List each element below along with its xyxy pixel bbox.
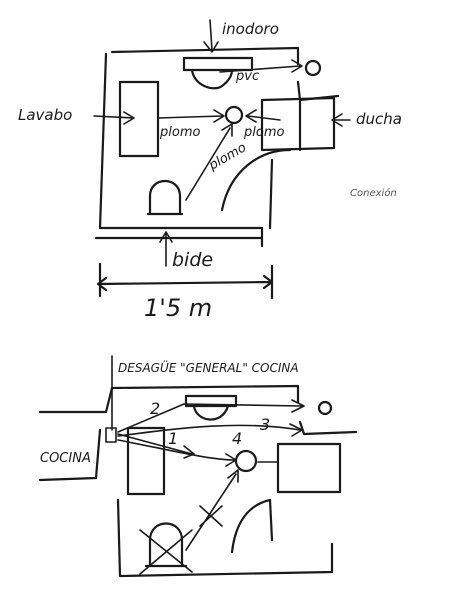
plan1-door-arc bbox=[220, 148, 292, 212]
plan2-lavabo bbox=[126, 426, 166, 496]
route-diagonal-crossed bbox=[185, 469, 239, 551]
route-1 bbox=[117, 433, 195, 459]
label-side-note: Conexión bbox=[350, 187, 397, 199]
bide-fixture bbox=[146, 180, 184, 216]
plan2-walls bbox=[38, 384, 358, 578]
plan2-shower bbox=[276, 442, 342, 494]
plan2-right-wall bbox=[268, 498, 274, 542]
label-ducha: ducha bbox=[356, 110, 402, 128]
kitchen-pipe-box bbox=[105, 427, 117, 443]
pipe-diagonal bbox=[185, 123, 233, 201]
label-lavabo: Lavabo bbox=[18, 106, 72, 124]
arrow-bide bbox=[159, 231, 173, 267]
arrow-inodoro bbox=[203, 19, 219, 53]
label-n2: 2 bbox=[150, 399, 160, 418]
plan2-central-drain bbox=[234, 449, 258, 473]
plan1-right-wall bbox=[268, 98, 302, 230]
route-4 bbox=[117, 439, 237, 467]
label-plomo-right: plomo bbox=[243, 125, 284, 140]
plan2-bide-crossed bbox=[139, 522, 193, 575]
label-n4: 4 bbox=[232, 429, 242, 448]
label-n1: 1 bbox=[168, 429, 178, 448]
plan2-toilet bbox=[184, 394, 238, 421]
lavabo-fixture bbox=[118, 80, 160, 158]
plan1: inodoro pvc Lavabo plomo ducha plomo plo… bbox=[18, 19, 402, 322]
pipe-lavabo bbox=[157, 109, 225, 123]
arrow-lavabo bbox=[93, 111, 135, 125]
plan2: DESAGÜE "GENERAL" COCINA COCINA 1 2 bbox=[38, 355, 358, 578]
pipe-ducha bbox=[245, 109, 281, 123]
label-inodoro: inodoro bbox=[222, 20, 279, 38]
dimension-line bbox=[96, 262, 274, 300]
route-3 bbox=[117, 423, 303, 437]
pvc-pipe bbox=[219, 59, 303, 73]
label-pvc: pvc bbox=[235, 69, 259, 84]
label-dimension: 1'5 m bbox=[144, 294, 212, 322]
plan2-outlet bbox=[317, 400, 333, 416]
plan1-walls bbox=[94, 46, 340, 248]
shower-fixture bbox=[260, 96, 336, 152]
label-n3: 3 bbox=[260, 415, 270, 434]
label-plomo-left: plomo bbox=[159, 125, 200, 140]
arrow-ducha bbox=[331, 113, 351, 127]
plan2-door-arc bbox=[230, 498, 272, 554]
outlet-circle bbox=[304, 59, 322, 77]
central-drain bbox=[224, 105, 244, 125]
label-desague-header: DESAGÜE "GENERAL" COCINA bbox=[118, 359, 299, 375]
label-bide: bide bbox=[172, 249, 213, 271]
label-cocina: COCINA bbox=[40, 451, 91, 466]
route-2 bbox=[117, 399, 305, 433]
